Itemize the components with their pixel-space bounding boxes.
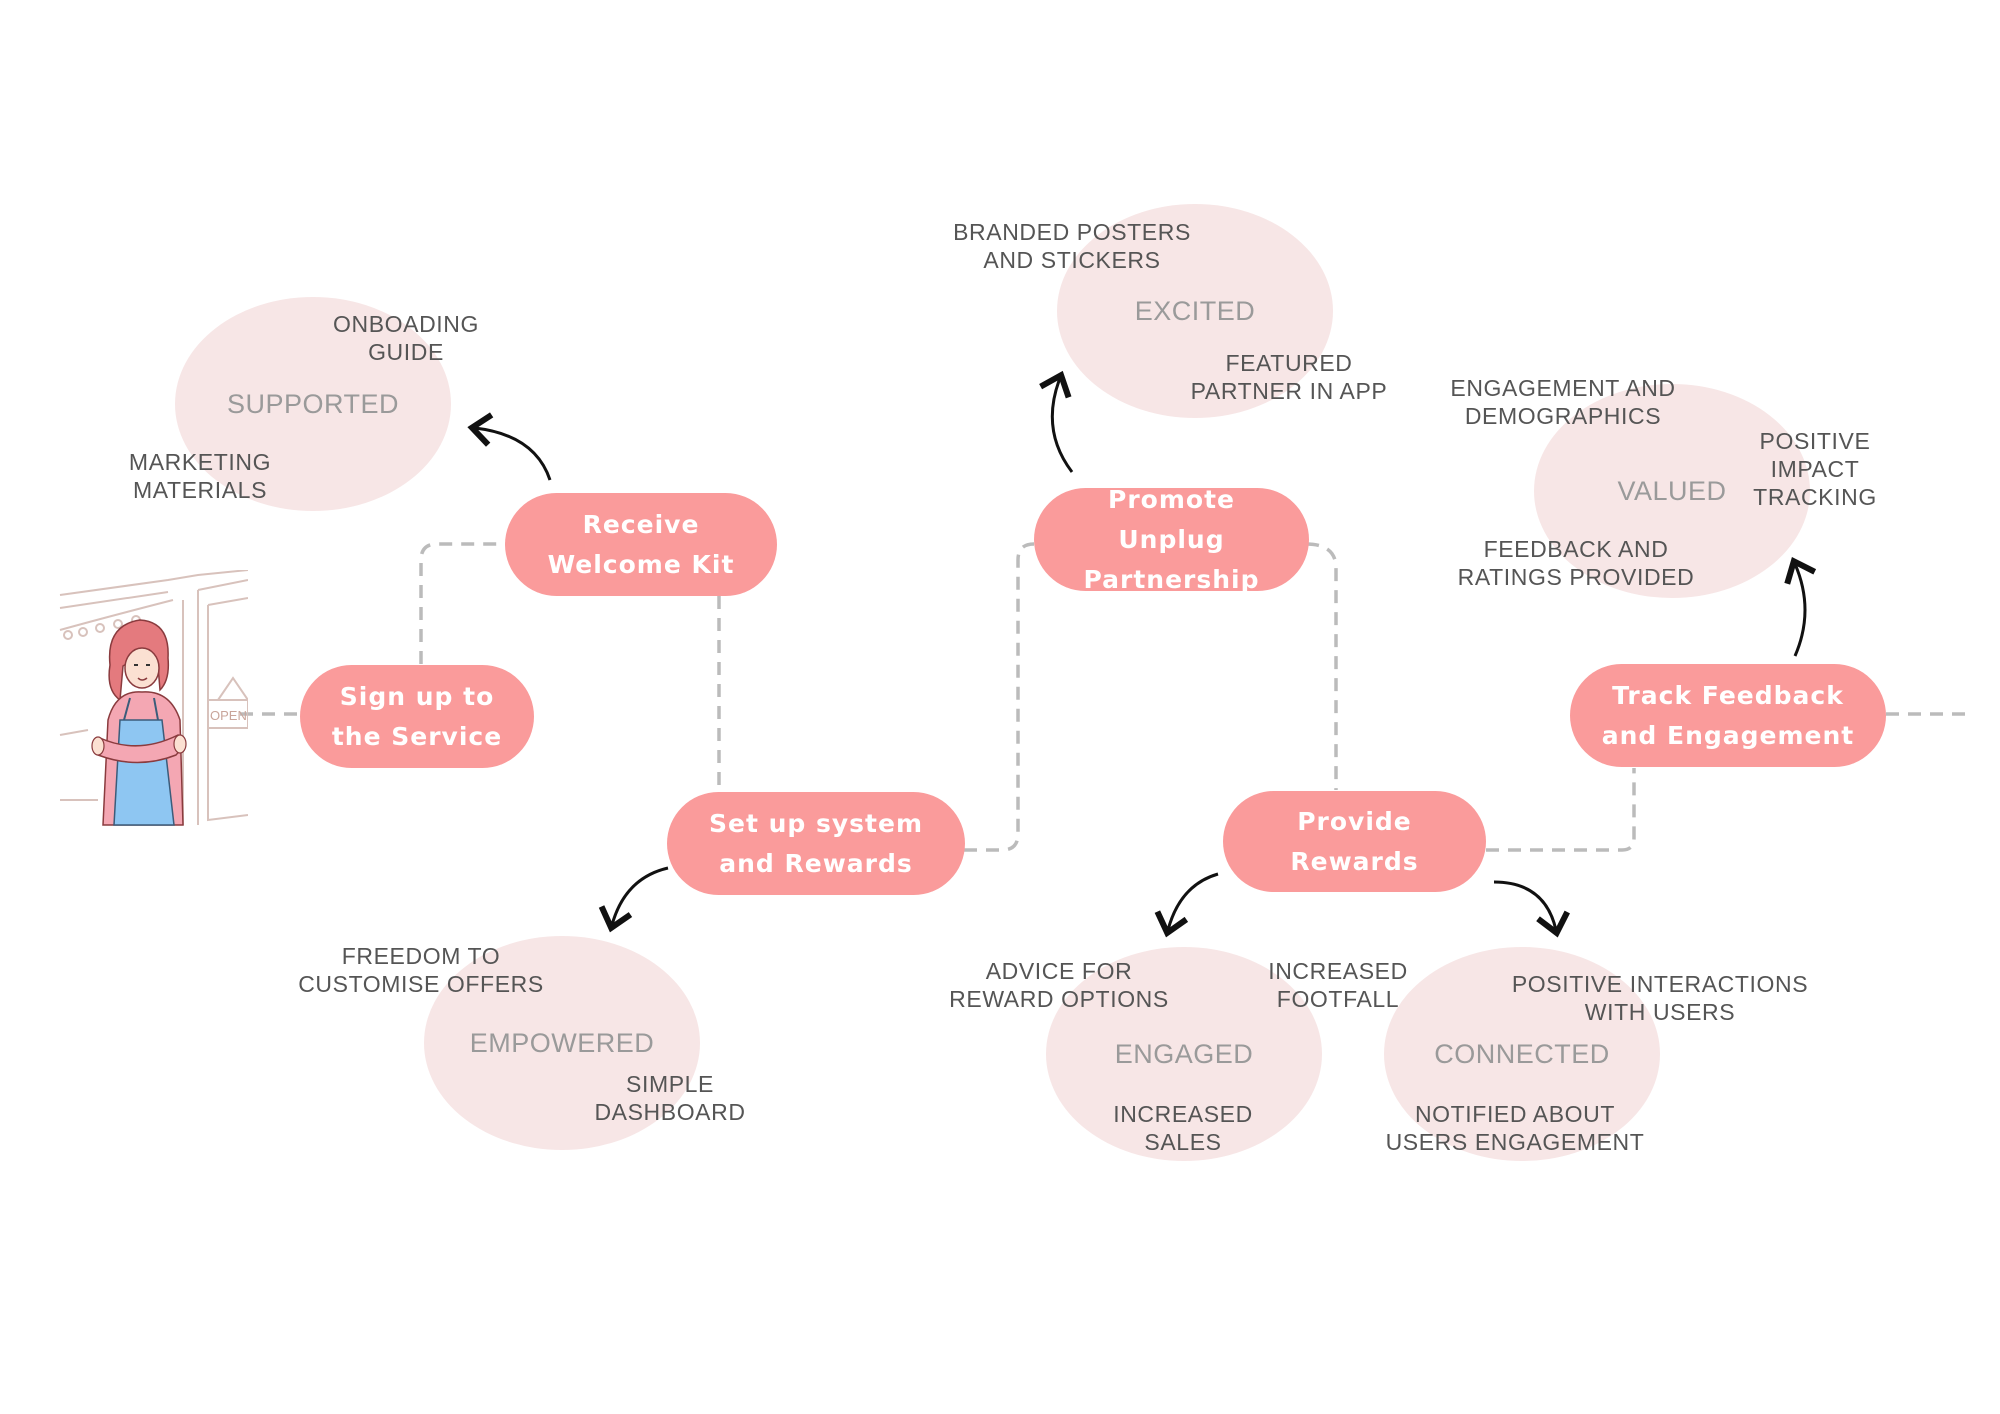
step-welcome-kit-label: Receive Welcome Kit xyxy=(547,509,735,579)
step-setup-label: Set up system and Rewards xyxy=(708,808,924,878)
path-setup-to-promote xyxy=(964,542,1035,852)
arrow-setup-to-empowered xyxy=(598,866,669,933)
emotion-excited-label: EXCITED xyxy=(1134,295,1256,326)
step-sign-up-label: Sign up to the Service xyxy=(331,681,503,751)
note-increased-sales: INCREASED SALES xyxy=(1113,1101,1253,1155)
emotion-empowered-label: EMPOWERED xyxy=(469,1027,655,1058)
emotion-valued-label: VALUED xyxy=(1617,475,1727,506)
step-track[interactable]: Track Feedback and Engagement xyxy=(1570,664,1886,767)
note-increased-footfall: INCREASED FOOTFALL xyxy=(1268,958,1408,1012)
step-sign-up[interactable]: Sign up to the Service xyxy=(300,665,534,768)
step-promote-label: Promote Unplug Partnership xyxy=(1083,484,1260,594)
step-rewards-label: Provide Rewards xyxy=(1290,806,1419,876)
note-branded-posters: BRANDED POSTERS AND STICKERS xyxy=(953,219,1191,273)
open-sign-text: OPEN xyxy=(210,708,247,723)
emotion-excited-blob: EXCITED xyxy=(1057,204,1333,418)
emotion-engaged-label: ENGAGED xyxy=(1114,1038,1254,1069)
note-engagement-demographics: ENGAGEMENT AND DEMOGRAPHICS xyxy=(1450,375,1676,429)
arrow-welcome-to-supported xyxy=(467,412,552,481)
note-positive-interactions: POSITIVE INTERACTIONS WITH USERS xyxy=(1511,971,1809,1025)
step-setup[interactable]: Set up system and Rewards xyxy=(667,792,965,895)
dashed-journey-path xyxy=(240,542,1970,852)
emotion-supported-blob: SUPPORTED xyxy=(175,297,451,511)
note-freedom-offers: FREEDOM TO CUSTOMISE OFFERS xyxy=(298,943,544,997)
emotion-valued-blob: VALUED xyxy=(1534,384,1810,598)
note-notified-engagement: NOTIFIED ABOUT USERS ENGAGEMENT xyxy=(1385,1101,1645,1155)
arrow-rewards-to-engaged xyxy=(1154,872,1219,938)
step-rewards[interactable]: Provide Rewards xyxy=(1223,791,1486,892)
step-welcome-kit[interactable]: Receive Welcome Kit xyxy=(505,493,777,596)
arrow-rewards-to-connected xyxy=(1493,880,1570,938)
path-signup-to-welcome xyxy=(419,542,506,664)
note-positive-impact: POSITIVE IMPACT TRACKING xyxy=(1753,428,1877,510)
note-simple-dashboard: SIMPLE DASHBOARD xyxy=(594,1071,746,1125)
step-track-label: Track Feedback and Engagement xyxy=(1601,680,1855,750)
step-promote[interactable]: Promote Unplug Partnership xyxy=(1034,485,1309,594)
path-rewards-to-track xyxy=(1486,768,1636,852)
note-marketing-materials: MARKETING MATERIALS xyxy=(128,449,272,503)
note-feedback-ratings: FEEDBACK AND RATINGS PROVIDED xyxy=(1457,536,1695,590)
note-onboarding-guide: ONBOADING GUIDE xyxy=(333,311,479,365)
emotion-connected-label: CONNECTED xyxy=(1434,1038,1610,1069)
path-promote-to-rewards xyxy=(1305,542,1338,790)
emotion-supported-label: SUPPORTED xyxy=(226,388,400,419)
emotion-engaged-blob: ENGAGED xyxy=(1046,947,1322,1161)
emotion-arrows xyxy=(467,370,1817,938)
shop-owner-illustration: OPEN xyxy=(59,570,248,826)
arrow-promote-to-excited xyxy=(1039,370,1074,473)
emotion-empowered-blob: EMPOWERED xyxy=(424,936,700,1150)
arrow-track-to-valued xyxy=(1784,556,1817,657)
emotion-connected-blob: CONNECTED xyxy=(1384,947,1660,1161)
note-featured-partner: FEATURED PARTNER IN APP xyxy=(1190,350,1388,404)
note-advice-rewards: ADVICE FOR REWARD OPTIONS xyxy=(949,958,1169,1012)
